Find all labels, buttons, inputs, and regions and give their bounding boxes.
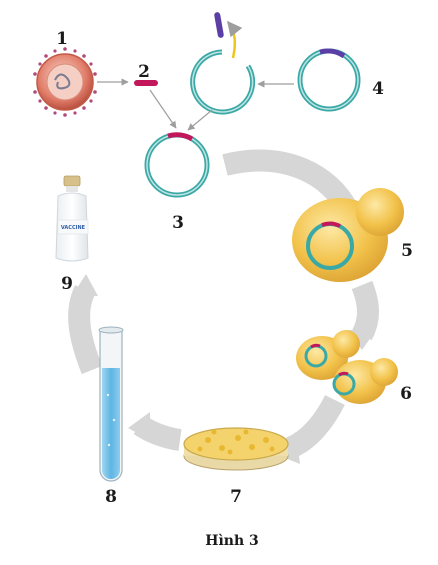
virus-particle <box>33 47 97 117</box>
test-tube <box>98 326 124 482</box>
step-5-label: 5 <box>401 241 413 261</box>
intact-plasmid <box>297 48 361 112</box>
arrow-2-to-3 <box>149 89 177 129</box>
step-1-label: 1 <box>56 29 68 49</box>
gene-fragment <box>134 80 158 86</box>
step-9-label: 9 <box>61 274 73 294</box>
step-4-label: 4 <box>372 79 384 99</box>
transformed-yeast-cell <box>292 188 404 282</box>
arrow-open-to-3 <box>187 109 213 131</box>
petri-dish-culture <box>183 427 289 471</box>
excision-arrow <box>226 20 243 59</box>
step-3-label: 3 <box>172 213 184 233</box>
vaccine-bottle: VACCINE <box>55 175 89 262</box>
recombinant-plasmid <box>144 132 210 198</box>
vaccine-label: VACCINE <box>61 225 86 231</box>
step-2-label: 2 <box>138 62 150 82</box>
figure-caption: Hình 3 <box>205 533 259 549</box>
dividing-yeast-cells <box>296 330 398 404</box>
excised-segment <box>214 12 224 38</box>
step-8-label: 8 <box>105 487 117 507</box>
step-6-label: 6 <box>400 384 412 404</box>
step-7-label: 7 <box>230 487 242 507</box>
